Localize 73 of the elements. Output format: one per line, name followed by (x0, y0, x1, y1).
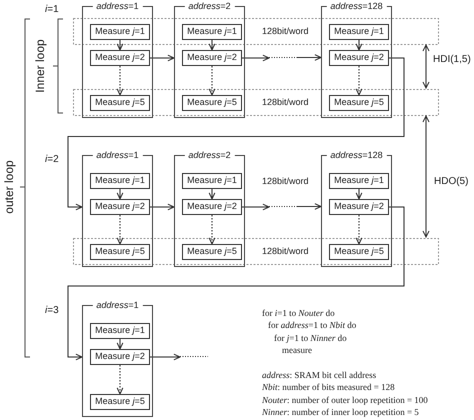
measure-box: Measure j=2 (90, 50, 150, 66)
measure-box: Measure j=5 (329, 95, 389, 111)
arrow (356, 40, 362, 51)
group-title: address=1 (92, 150, 143, 161)
word-size-label: 128bit/word (262, 96, 309, 108)
dotted-arrow (356, 66, 362, 96)
distance-label: HDI(1,5) (433, 54, 471, 66)
loop-index-label: i=1 (45, 4, 59, 16)
arrow (356, 188, 362, 200)
group-title: address=1 (92, 300, 143, 311)
measure-box: Measure j=2 (182, 50, 242, 66)
arrow (242, 54, 270, 62)
measure-box: Measure j=2 (329, 50, 389, 66)
measure-box: Measure j=1 (182, 24, 242, 40)
dotted-arrow (208, 214, 216, 245)
arrow (116, 338, 124, 350)
arrow (296, 203, 322, 210)
group-title: address=128 (326, 1, 387, 12)
measure-box: Measure j=5 (182, 244, 242, 260)
arrow (116, 40, 124, 51)
word-size-label: 128bit/word (262, 245, 309, 257)
dotted-line (269, 204, 297, 209)
measure-box: Measure j=5 (90, 95, 150, 111)
measure-box: Measure j=1 (90, 173, 150, 189)
dotted-arrow (116, 364, 124, 395)
pseudocode-line: for i=1 to Nouter do (262, 307, 335, 319)
group-title: address=1 (92, 1, 143, 12)
measure-box: Measure j=1 (90, 323, 150, 339)
dotted-arrow (116, 214, 124, 245)
definition-line: Ninner: number of inner loop repetition = 5 (262, 406, 419, 418)
measure-box: Measure j=2 (182, 199, 242, 215)
measure-box: Measure j=2 (90, 199, 150, 215)
dotted-arrow (208, 66, 216, 96)
pseudocode-line: for address=1 to Nbit do (268, 319, 356, 331)
arrow (208, 40, 216, 51)
arrow (208, 188, 216, 200)
bracket-label: Inner loop (34, 39, 46, 93)
dotted-arrow (116, 66, 124, 96)
arrow (150, 354, 181, 360)
measure-box: Measure j=1 (329, 173, 389, 189)
pseudocode-line: for j=1 to Ninner do (274, 332, 347, 344)
measure-box: Measure j=5 (182, 95, 242, 111)
bracket-label: outer loop (3, 160, 15, 214)
arrow (150, 54, 175, 62)
measure-box: Measure j=5 (329, 244, 389, 260)
arrow (296, 54, 322, 61)
measure-box: Measure j=5 (90, 394, 150, 410)
group-title: address=2 (184, 150, 235, 161)
word-size-label: 128bit/word (262, 25, 309, 37)
measure-box: Measure j=1 (182, 173, 242, 189)
arrow (116, 188, 124, 200)
definition-line: Nouter: number of outer loop repetition = 100 (262, 394, 428, 406)
pseudocode-line: measure (282, 344, 312, 356)
measure-box: Measure j=1 (90, 24, 150, 40)
measure-box: Measure j=1 (329, 24, 389, 40)
arrow (68, 206, 404, 360)
definition-line: Nbit: number of bits measured = 128 (262, 381, 395, 393)
arrow (242, 204, 270, 210)
group-title: address=2 (184, 1, 235, 12)
dotted-line (180, 354, 208, 359)
loop-index-label: i=2 (45, 154, 59, 166)
group-title: address=128 (326, 150, 387, 161)
measure-box: Measure j=2 (90, 349, 150, 365)
distance-label: HDO(5) (434, 176, 468, 188)
arrow (68, 58, 404, 210)
dotted-arrow (356, 214, 362, 245)
dotted-line (269, 55, 297, 60)
definition-line: address: SRAM bit cell address (262, 369, 376, 381)
word-size-label: 128bit/word (262, 175, 309, 187)
measure-box: Measure j=5 (90, 244, 150, 260)
loop-index-label: i=3 (45, 305, 59, 317)
arrow (150, 204, 175, 210)
measure-box: Measure j=2 (329, 199, 389, 215)
